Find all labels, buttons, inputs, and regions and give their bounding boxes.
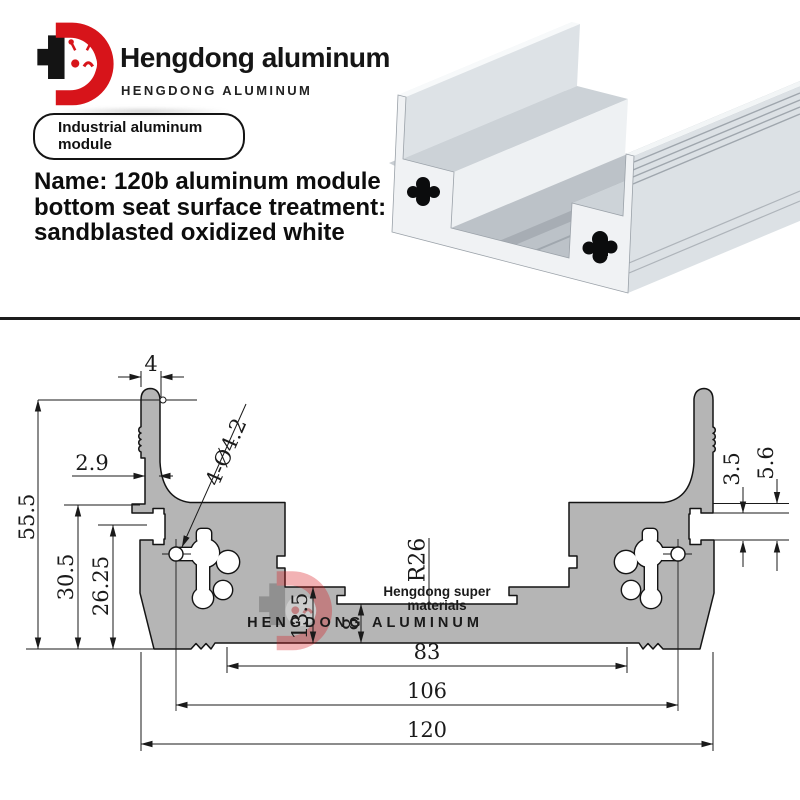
screw-hole-left (168, 546, 184, 562)
profile-cross-section (131, 387, 716, 650)
cross-section-face (391, 94, 635, 294)
watermark-logo (259, 571, 333, 651)
robot-eye-left (71, 59, 80, 68)
robot-face-icon (65, 47, 98, 80)
dim-cavity-height: 30.5 (54, 554, 78, 601)
product-title: Name: 120b aluminum module bottom seat s… (34, 169, 386, 246)
dim-side-slot-height: 5.6 (754, 446, 778, 479)
watermark-line2: materials (407, 598, 466, 613)
robot-eye-wink (82, 61, 95, 68)
dim-side-tab-thickness: 3.5 (720, 452, 744, 485)
product-title-line2: bottom seat surface treatment: (34, 193, 387, 221)
logo-h-bar (37, 35, 65, 80)
brand-logo-icon (37, 22, 114, 106)
brand-title: Hengdong aluminum (120, 42, 390, 73)
dim-inner-width: 83 (414, 640, 441, 664)
badge-line1: Industrial aluminum (58, 119, 203, 136)
dim-corner-radius: R26 (405, 538, 430, 583)
screw-hole-right (670, 546, 686, 562)
dim-top-width: 4 (144, 352, 157, 376)
puzzle-hole-left (407, 177, 440, 206)
brand-subtitle: HENGDONG ALUMINUM (121, 83, 313, 98)
technical-drawing: HENGDONG ALUMINUM Hengdong super materia… (15, 352, 789, 751)
wall-grooves (632, 92, 800, 185)
puzzle-hole-right (582, 231, 618, 264)
aluminum-profile-render (389, 22, 800, 294)
dim-overall-width: 120 (407, 718, 447, 742)
dimension-labels: 4 2.9 55.5 30.5 26.25 4-Ø4.2 R26 13.5 8 … (15, 352, 778, 742)
product-photo (389, 22, 800, 294)
puzzle-cutout-right (613, 527, 680, 610)
badge-smudge (55, 107, 230, 116)
dim-step-height: 13.5 (288, 593, 312, 640)
section-divider (0, 317, 800, 320)
dim-slot-center-height: 26.25 (89, 556, 113, 616)
product-title-line1: Name: 120b aluminum module (34, 168, 381, 195)
watermark-ghost-text: HENGDONG ALUMINUM (247, 615, 483, 631)
dim-hole-callout: 4-Ø4.2 (201, 415, 252, 490)
dim-hole-span-width: 106 (407, 679, 447, 703)
watermark-line1: Hengdong super (383, 584, 491, 599)
dim-overall-height: 55.5 (15, 494, 39, 541)
dim-wall-thickness: 2.9 (75, 451, 108, 475)
badge-line2: module (58, 135, 113, 153)
dim-base-thickness: 8 (339, 617, 363, 630)
dimension-lines (26, 371, 789, 751)
category-badge: Industrial aluminum module (33, 113, 245, 160)
datum-marker (159, 396, 167, 404)
product-title-line3: sandblasted oxidized white (34, 219, 345, 246)
